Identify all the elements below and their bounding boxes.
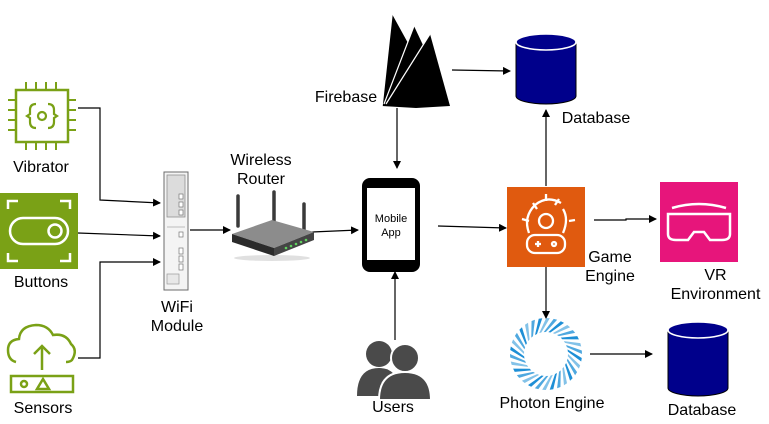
photon-ring-segment	[557, 330, 576, 337]
chip-icon	[8, 82, 76, 150]
game-engine-label: Game Engine	[585, 249, 635, 285]
users-icon	[357, 341, 433, 401]
vibrator-to-wifi-connector	[78, 107, 161, 207]
buttons-label: Buttons	[13, 274, 69, 291]
firebase-logo-icon	[381, 13, 450, 108]
photon-ring-segment	[557, 370, 561, 389]
photon-ring-segment	[567, 349, 582, 362]
photon-ring-segment	[543, 318, 558, 333]
wireless-router-label: Wireless Router	[230, 152, 292, 188]
database-bottom-label: Database	[667, 402, 737, 419]
cloud-upload-sensor-icon	[6, 323, 76, 394]
game-engine-to-vr-connector	[594, 215, 657, 223]
vr-environment-label: VR Environment	[670, 267, 761, 303]
photon-ring-segment	[521, 374, 540, 383]
photon-ring-segment	[567, 354, 581, 369]
photon-ring-segment	[519, 327, 527, 346]
photon-ring-segment	[510, 346, 525, 359]
photon-ring-segment	[542, 374, 553, 390]
photon-ring-segment	[531, 319, 535, 338]
photon-ring-segment	[534, 375, 549, 390]
photon-ring-segment	[563, 341, 582, 347]
sensors-to-wifi-connector	[78, 258, 161, 359]
mobile-to-game-engine-connector	[437, 223, 507, 232]
photon-engine-label: Photon Engine	[499, 395, 605, 412]
database-cylinder-icon	[515, 33, 577, 105]
photon-ring-segment	[560, 336, 579, 340]
photon-ring-segment	[510, 361, 529, 367]
wifi-module-board-icon	[163, 171, 189, 291]
wifi-module-label: WiFi Module	[150, 299, 204, 335]
toggle-button-icon	[0, 193, 78, 269]
photon-ring-segment	[552, 325, 571, 334]
mobile-app-label: Mobile App	[374, 213, 408, 239]
photon-ring-segment	[539, 318, 550, 334]
router-icon	[232, 190, 314, 261]
photon-ring-segment	[566, 345, 582, 355]
router-to-mobile-connector	[311, 226, 359, 235]
gear-gamepad-icon	[507, 187, 585, 267]
connectors	[77, 66, 657, 359]
users-label: Users	[372, 399, 414, 416]
photon-ring-segment	[514, 332, 526, 350]
photon-ring-segment	[525, 322, 530, 342]
photon-ring-segment	[566, 358, 578, 376]
photon-ring-segment	[511, 339, 525, 354]
photon-ring-segment	[516, 371, 535, 378]
database-top-label: Database	[561, 110, 631, 127]
photon-ring-icon	[510, 318, 582, 390]
photon-ring-segment	[510, 353, 526, 363]
vr-headset-icon	[660, 182, 738, 262]
buttons-to-wifi-connector	[77, 231, 161, 240]
vibrator-label: Vibrator	[13, 159, 69, 176]
photon-ring-segment	[527, 375, 544, 387]
sensors-label: Sensors	[13, 400, 73, 417]
photon-ring-segment	[565, 362, 573, 381]
firebase-to-database-connector	[451, 66, 511, 75]
firebase-label: Firebase	[314, 89, 378, 106]
photon-ring-segment	[562, 366, 567, 386]
photon-ring-segment	[513, 368, 532, 372]
photon-ring-segment	[535, 318, 543, 335]
database-cylinder-icon	[667, 321, 729, 397]
photon-ring-segment	[549, 373, 557, 390]
photon-ring-segment	[548, 321, 565, 333]
smartphone-icon	[362, 178, 420, 272]
